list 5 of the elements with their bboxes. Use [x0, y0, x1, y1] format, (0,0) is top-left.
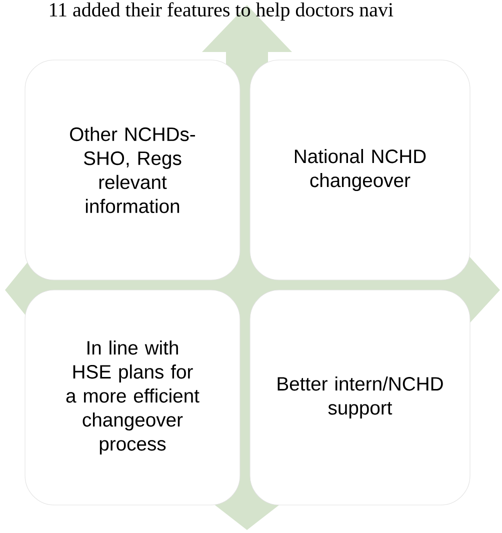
heading-text: 11 added their features to help doctors navi	[50, 2, 394, 21]
text-box: Other NCHDs- SHO, Regs relevant information	[24, 60, 240, 280]
text-box: Better intern/NCHD support	[250, 290, 470, 506]
text-box: National NCHD changeover	[250, 60, 470, 280]
text-box: In line with HSE plans for a more efficient changeover process	[24, 290, 240, 506]
